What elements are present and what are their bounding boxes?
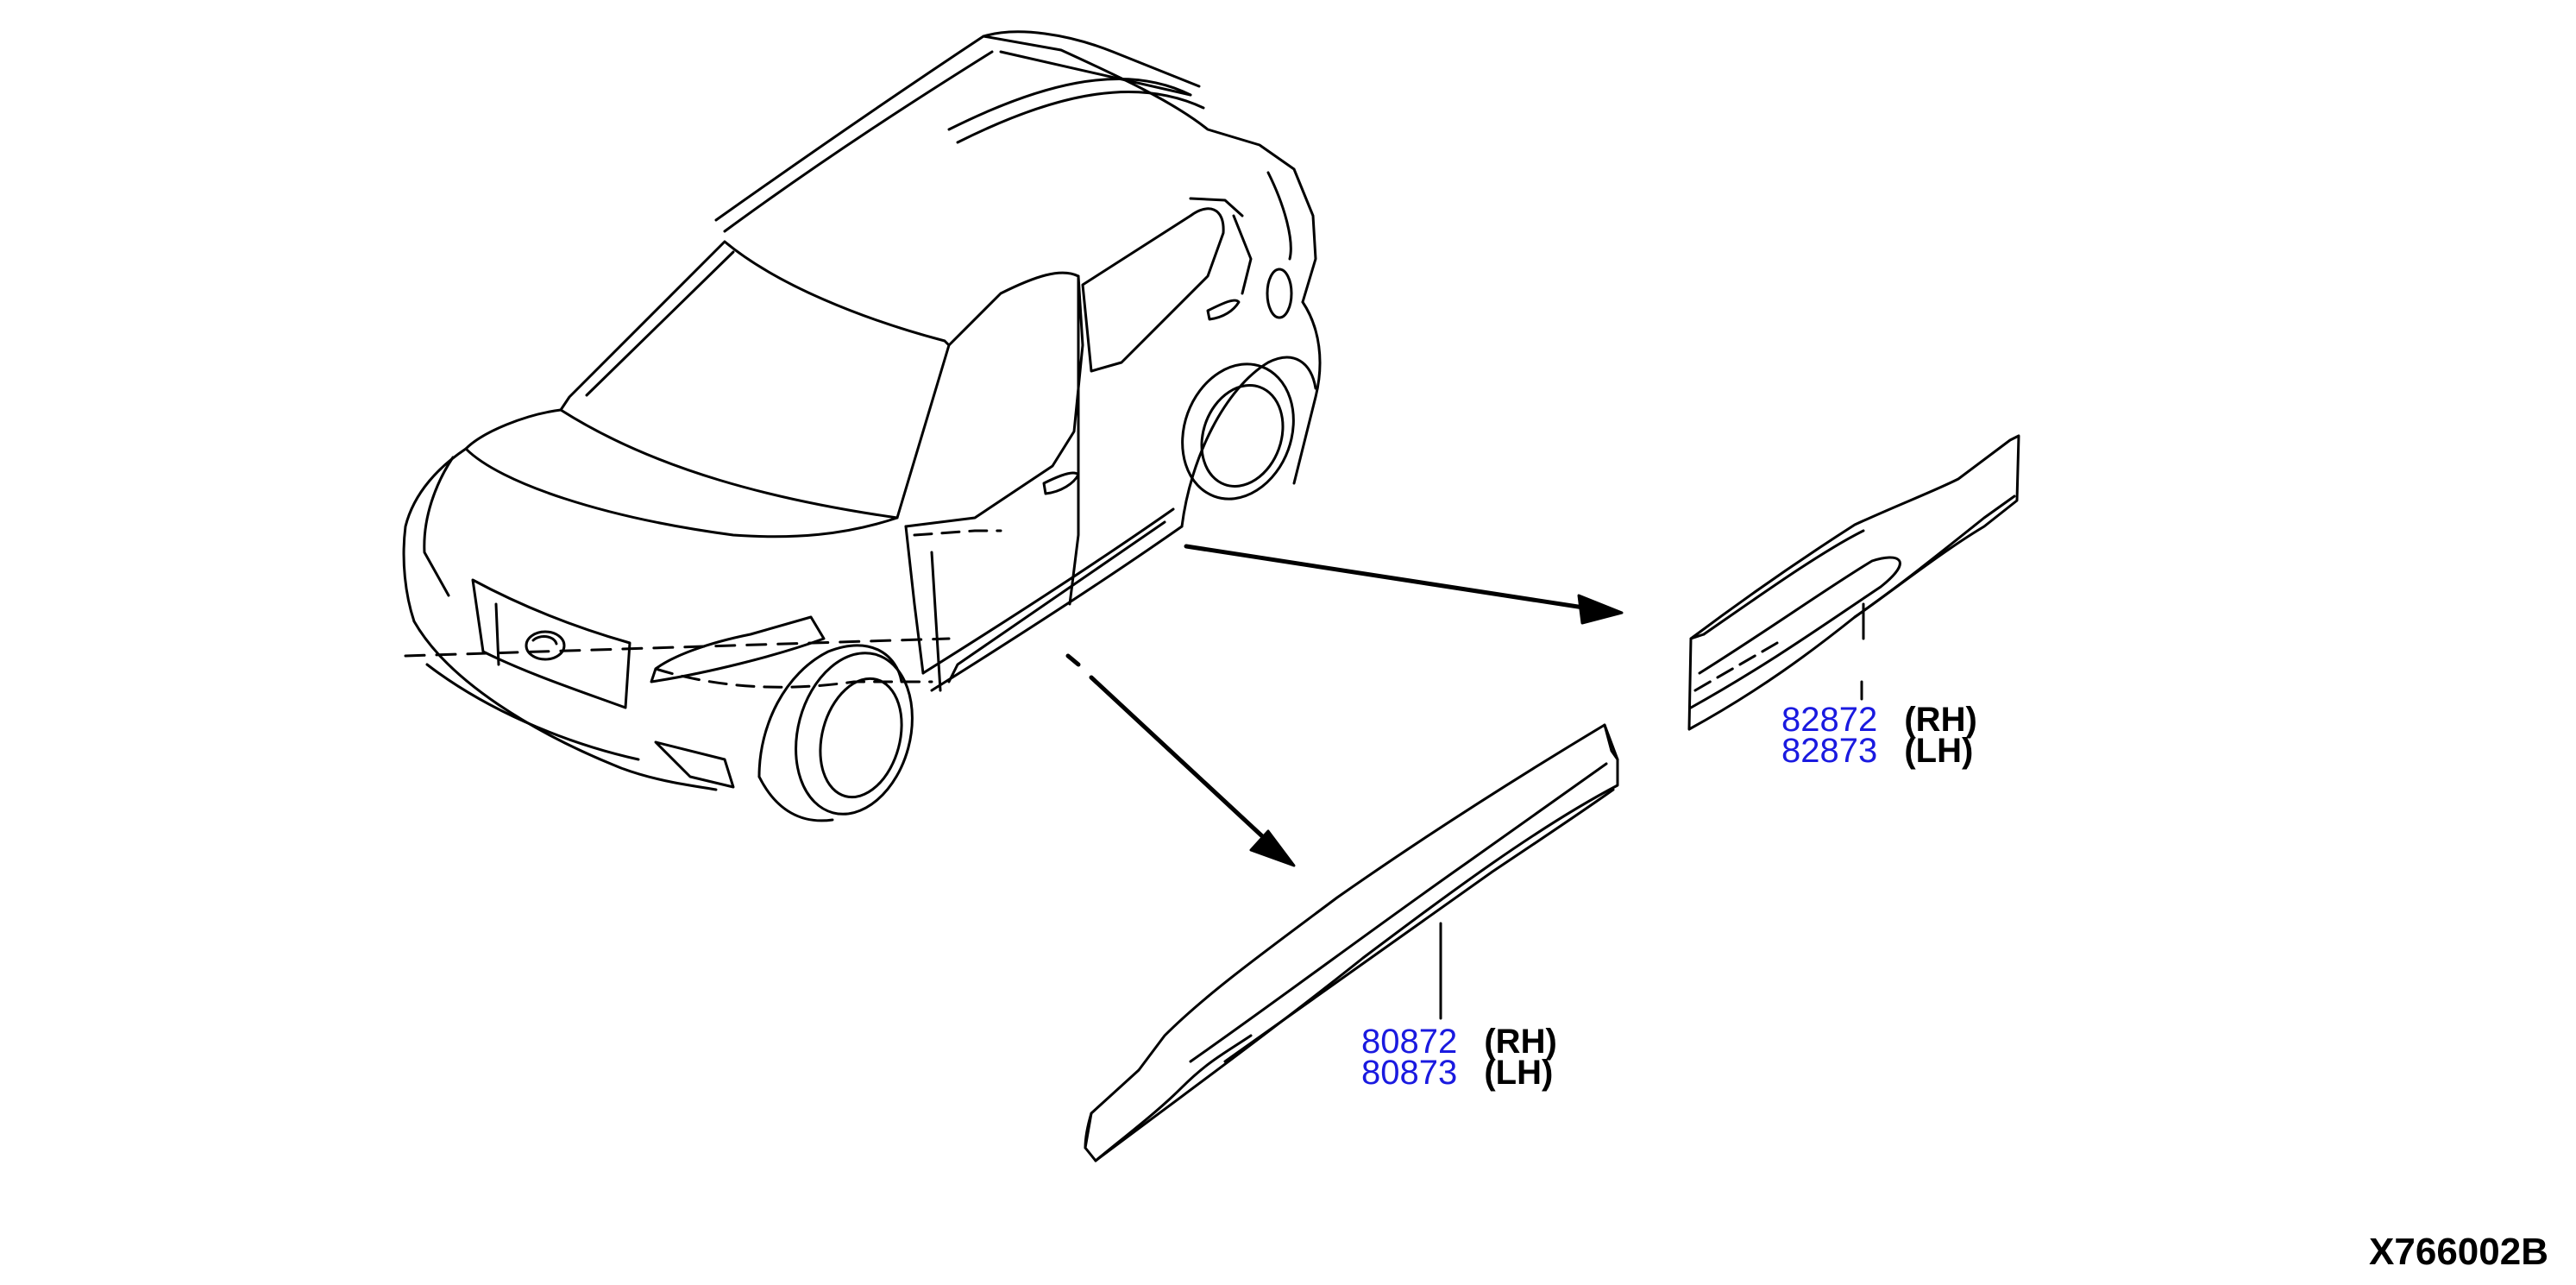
callout-82872: 82872 (RH) [1781,701,1977,739]
rear-side-molding [1687,434,2020,731]
callout-80873: 80873 (LH) [1361,1054,1554,1092]
part-number: 80873 [1361,1054,1458,1092]
front-side-molding [1084,723,1619,1162]
arrow-head-right [1577,594,1624,625]
side-label: (LH) [1904,732,1974,770]
side-label: (RH) [1484,1023,1557,1061]
part-number: 82872 [1781,701,1878,739]
part-number: 80872 [1361,1023,1458,1061]
vehicle-illustration [402,30,1322,822]
part-number: 82873 [1781,732,1878,770]
callout-82873: 82873 (LH) [1781,732,1974,770]
arrow-head-down [1249,829,1296,867]
side-label: (RH) [1904,701,1977,739]
diagram-reference-code: X766002B [2369,1231,2548,1273]
callout-80872: 80872 (RH) [1361,1023,1557,1061]
arrows [1065,544,1624,867]
side-label: (LH) [1484,1054,1554,1092]
